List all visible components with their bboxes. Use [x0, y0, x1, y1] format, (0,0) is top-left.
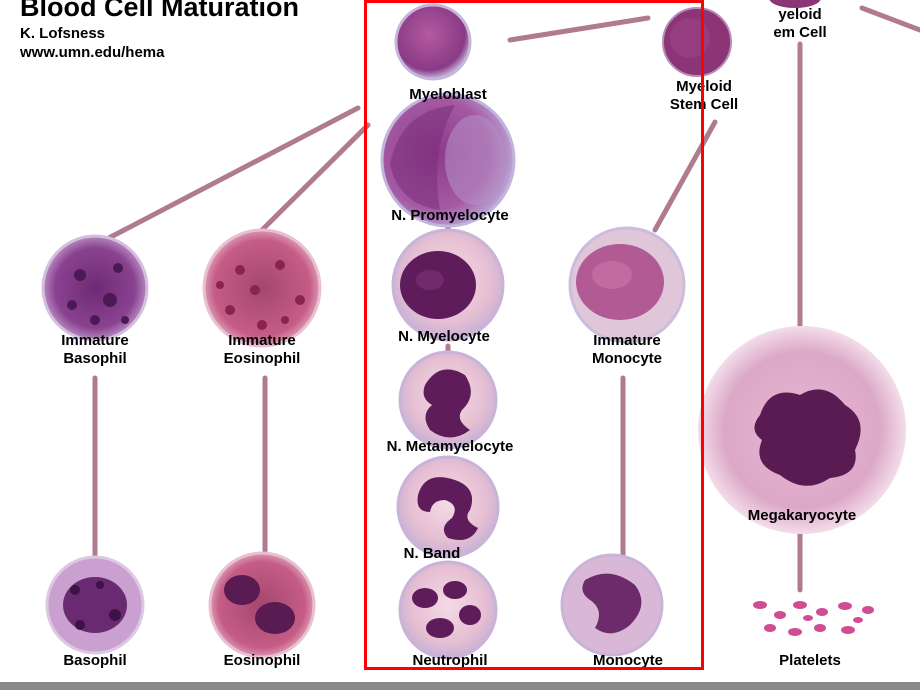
myeloid-stem-cell-cropped — [769, 0, 821, 8]
eosinophil-cell — [208, 551, 316, 659]
diagram-title: Blood Cell Maturation — [20, 0, 299, 22]
myeloblast-cell — [394, 3, 472, 81]
promyelocyte-cell — [380, 92, 516, 228]
label-monocyte: Monocyte — [592, 652, 664, 669]
megakaryocyte-cell — [698, 326, 906, 534]
label-immature-eosinophil: Immature Eosinophil — [223, 332, 301, 367]
immature-monocyte-cell — [568, 226, 686, 344]
label-promyelocyte: N. Promyelocyte — [391, 207, 509, 224]
immature-eosinophil-cell — [202, 228, 322, 348]
label-basophil: Basophil — [63, 652, 127, 669]
label-myeloblast: Myeloblast — [409, 86, 487, 103]
connector-stem-to-myeloblast — [507, 15, 651, 43]
connector-myeloblast-to-basophil — [102, 105, 361, 243]
neutrophil-cell — [398, 560, 498, 660]
label-immature-monocyte: Immature Monocyte — [591, 332, 663, 367]
myelocyte-cell — [391, 228, 505, 342]
platelets-cluster — [753, 601, 874, 636]
label-platelets: Platelets — [779, 652, 841, 669]
label-myelocyte: N. Myelocyte — [398, 328, 490, 345]
label-eosinophil: Eosinophil — [223, 652, 301, 669]
label-band: N. Band — [403, 545, 461, 562]
label-megakaryocyte: Megakaryocyte — [747, 507, 857, 524]
basophil-cell — [45, 555, 145, 655]
label-metamyelocyte: N. Metamyelocyte — [386, 438, 514, 455]
connector-stem-offpage — [859, 5, 920, 33]
myeloid-stem-cell — [662, 7, 732, 77]
monocyte-cell — [560, 553, 664, 657]
bottom-border-band — [0, 682, 920, 690]
connector-myeloblast-to-eosinophil — [259, 122, 371, 233]
immature-basophil-cell — [41, 234, 149, 342]
label-immature-basophil: Immature Basophil — [61, 332, 129, 367]
neutrophil-lineage-highlight-box — [364, 0, 704, 670]
label-neutrophil: Neutrophil — [412, 652, 488, 669]
metamyelocyte-cell — [398, 350, 498, 450]
author-credit: K. Lofsness — [20, 25, 106, 42]
band-cell — [396, 455, 500, 559]
label-myeloid-stem-cell-cropped: yeloid em Cell — [773, 6, 827, 41]
source-url: www.umn.edu/hema — [20, 44, 165, 61]
connector-stem-to-monocyte — [652, 119, 718, 233]
